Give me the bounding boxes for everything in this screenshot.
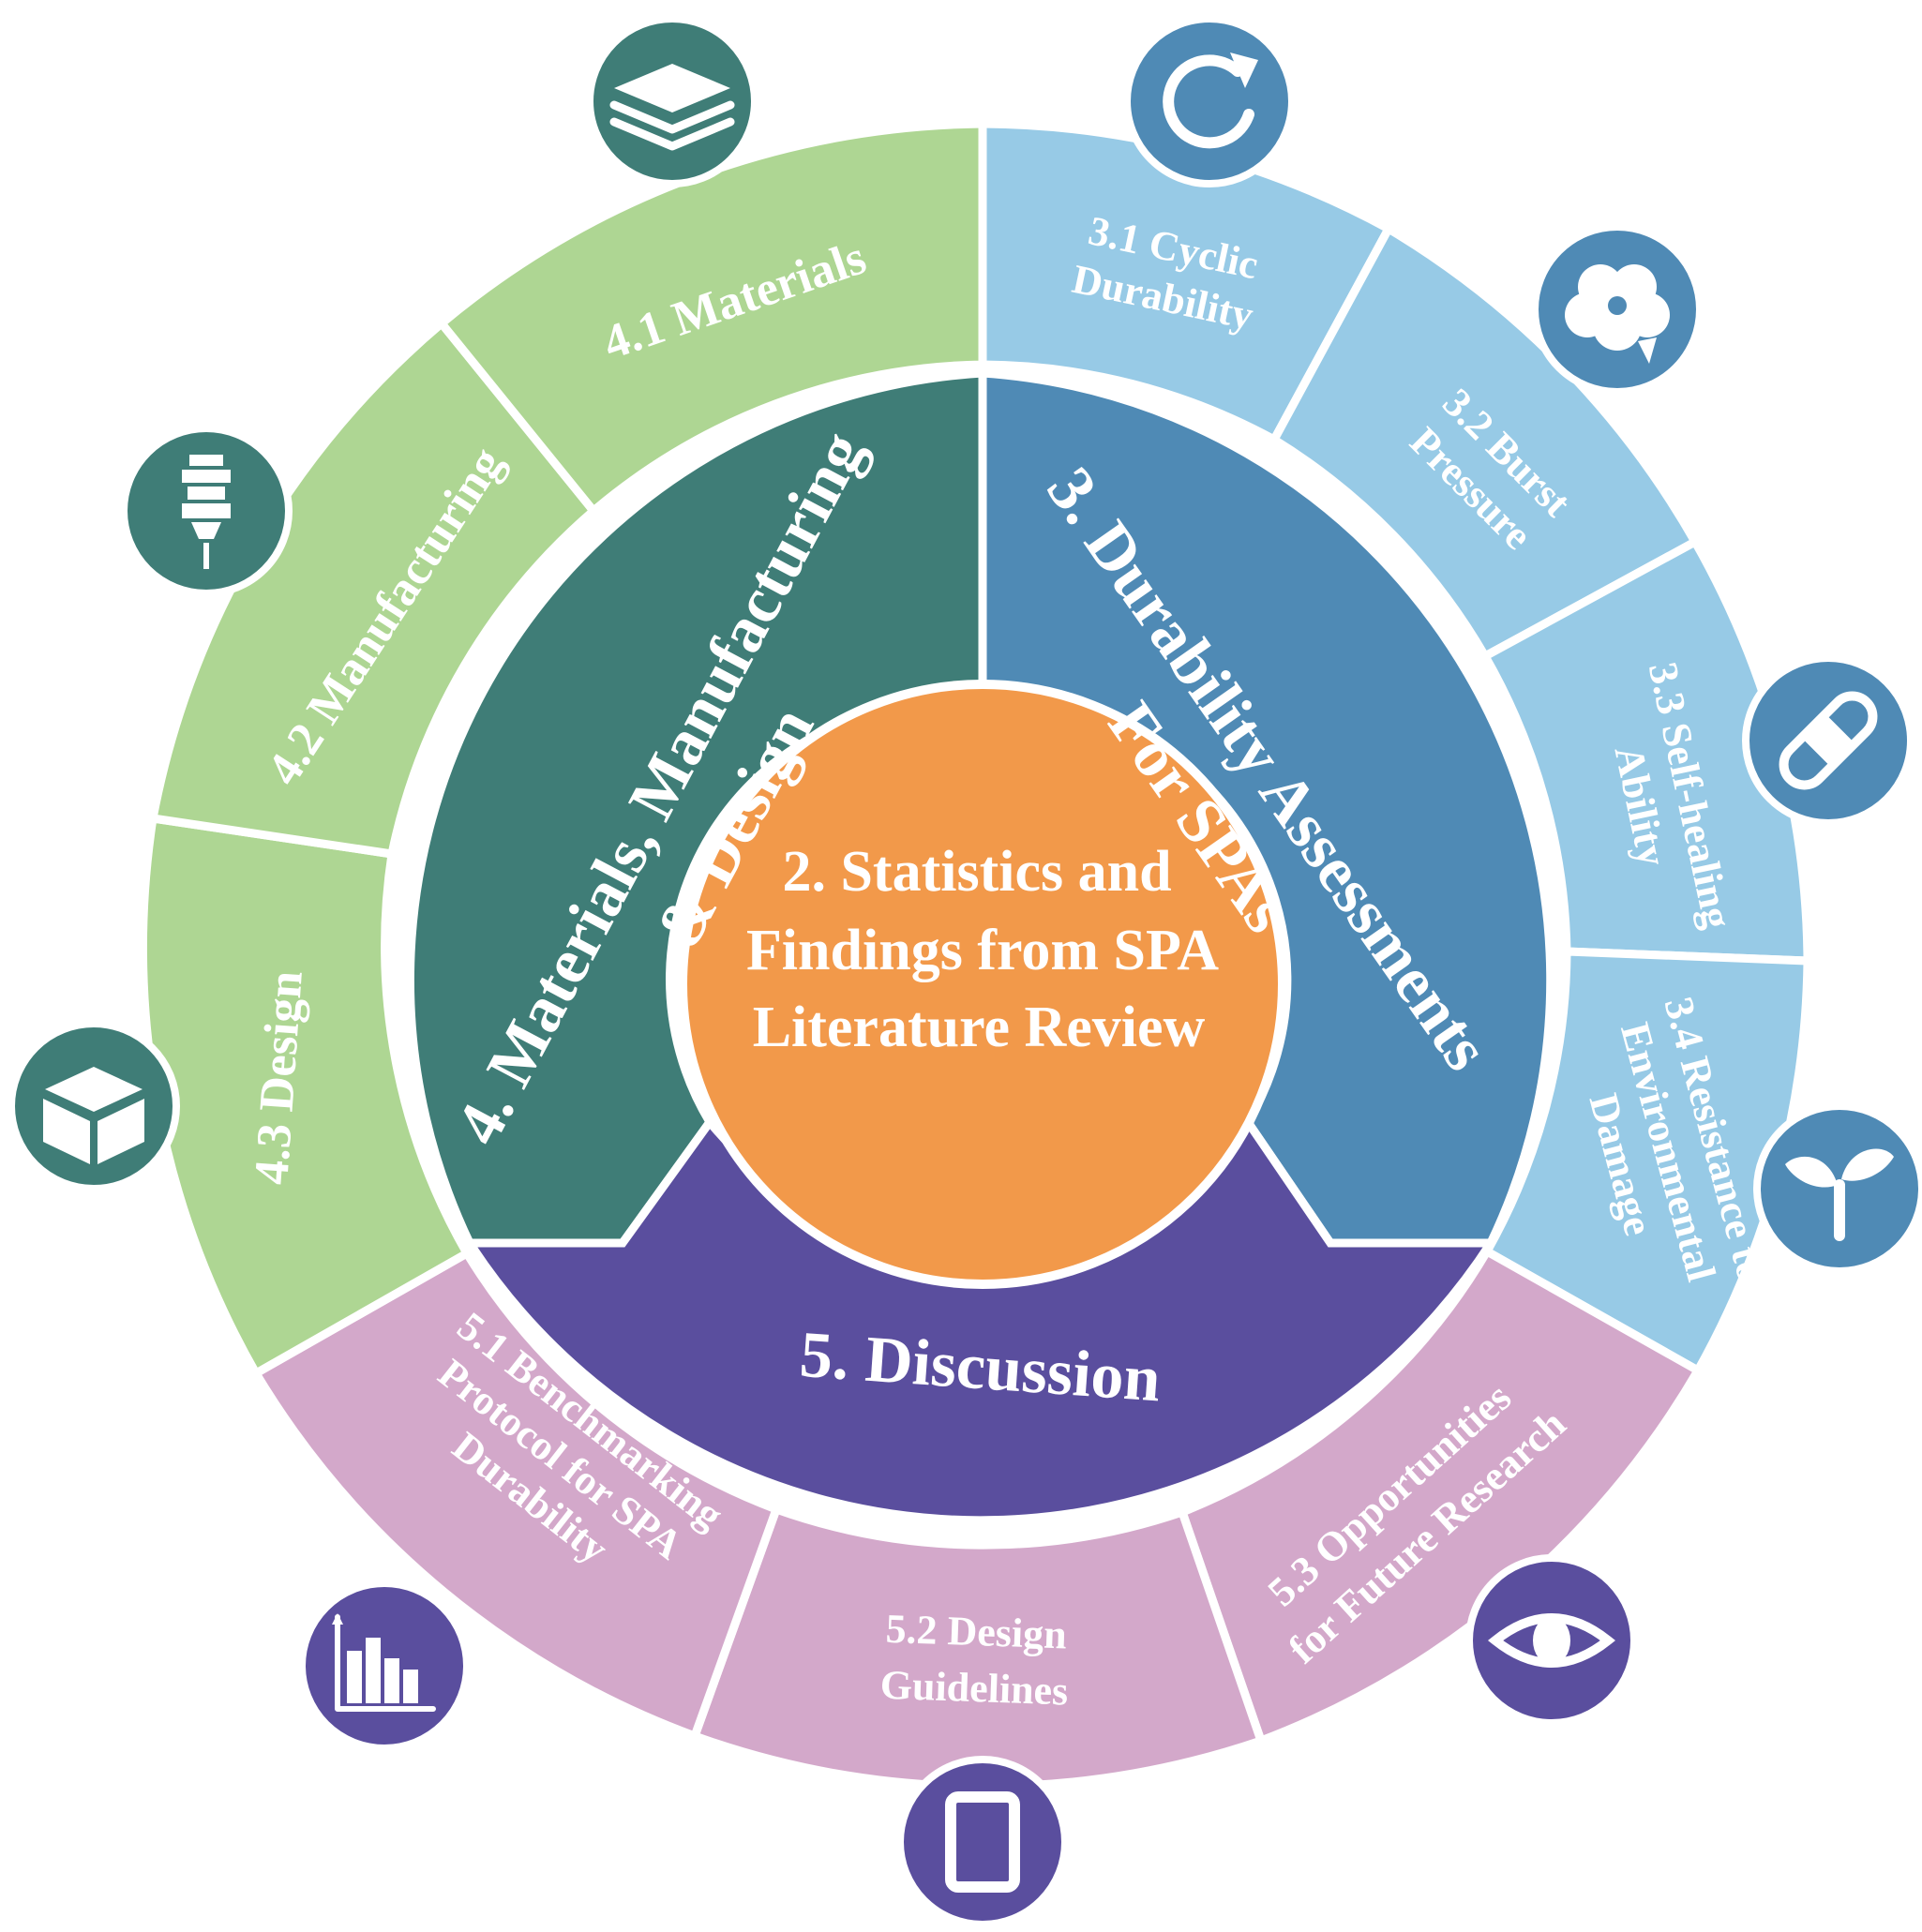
document-icon	[896, 1756, 1069, 1928]
center-title-line-1: 2. Statistics and	[782, 840, 1171, 904]
middle-ring	[405, 368, 1555, 1525]
layers-icon	[586, 15, 758, 187]
nozzle-icon	[120, 425, 293, 597]
sprout-icon	[1753, 1102, 1922, 1275]
segment-4-1	[435, 119, 987, 517]
label-5-2-line-2: Guidelines	[879, 1662, 1069, 1715]
burst-cloud-icon	[1531, 223, 1704, 396]
center-title-line-2: Findings from SPA	[746, 919, 1219, 982]
label-5-2-line-1: 5.2 Design	[885, 1606, 1068, 1658]
cycle-arrow-icon	[1123, 15, 1296, 187]
cube-icon	[8, 1020, 180, 1192]
bar-chart-icon	[298, 1580, 471, 1752]
center-title: 2. Statistics and Findings from SPA Lite…	[746, 840, 1219, 1059]
label-5-2: 5.2 Design Guidelines	[879, 1606, 1069, 1715]
bandage-icon	[1742, 654, 1914, 827]
outer-ring	[139, 119, 1812, 1791]
eye-icon	[1465, 1554, 1638, 1727]
center-title-line-3: Literature Review	[753, 996, 1206, 1059]
center-circle	[678, 680, 1287, 1289]
